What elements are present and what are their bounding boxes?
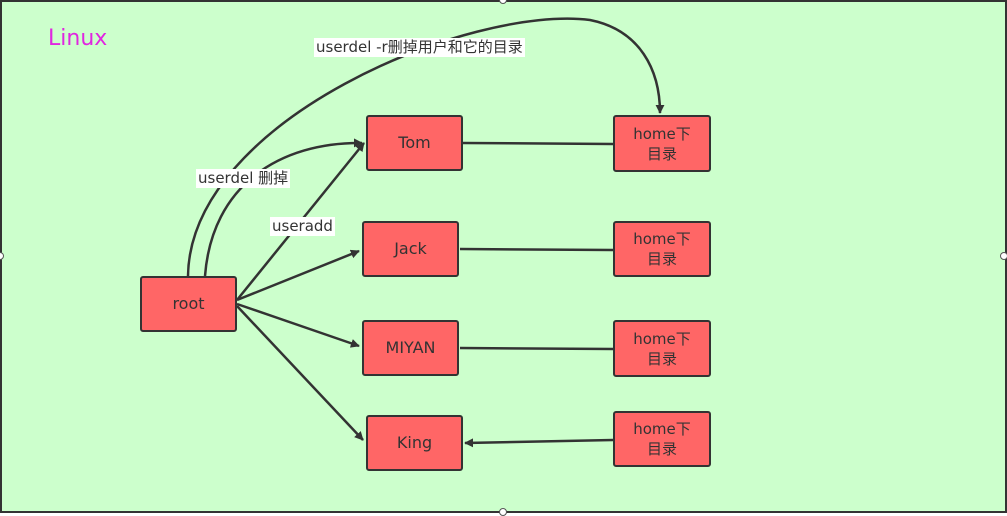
node-home-dir-miyan[interactable]: home下 目录 <box>613 320 711 377</box>
edge-home-king <box>464 438 614 448</box>
node-jack[interactable]: Jack <box>362 221 459 277</box>
node-home-dir-tom[interactable]: home下 目录 <box>613 115 711 172</box>
node-home-dir-king[interactable]: home下 目录 <box>613 411 711 467</box>
node-miyan[interactable]: MIYAN <box>362 320 459 376</box>
resize-handle-right[interactable] <box>1000 252 1007 260</box>
edge-tom-home <box>462 141 614 146</box>
node-king[interactable]: King <box>366 415 463 471</box>
node-home-dir-jack[interactable]: home下 目录 <box>613 221 711 277</box>
resize-handle-bottom[interactable] <box>499 508 507 516</box>
node-tom[interactable]: Tom <box>366 115 463 171</box>
edge-label-userdel-r: userdel -r删掉用户和它的目录 <box>314 38 525 57</box>
edge-jack-home <box>459 247 614 252</box>
edge-root-tom-userdel <box>203 138 363 277</box>
edge-root-jack <box>236 249 360 302</box>
edge-label-userdel: userdel 删掉 <box>196 169 291 188</box>
edge-root-king <box>236 305 364 441</box>
edge-root-miyan <box>236 302 360 348</box>
edge-label-useradd: useradd <box>270 217 335 236</box>
edge-miyan-home <box>459 346 614 351</box>
node-root[interactable]: root <box>140 276 237 332</box>
diagram-title: Linux <box>48 26 108 51</box>
